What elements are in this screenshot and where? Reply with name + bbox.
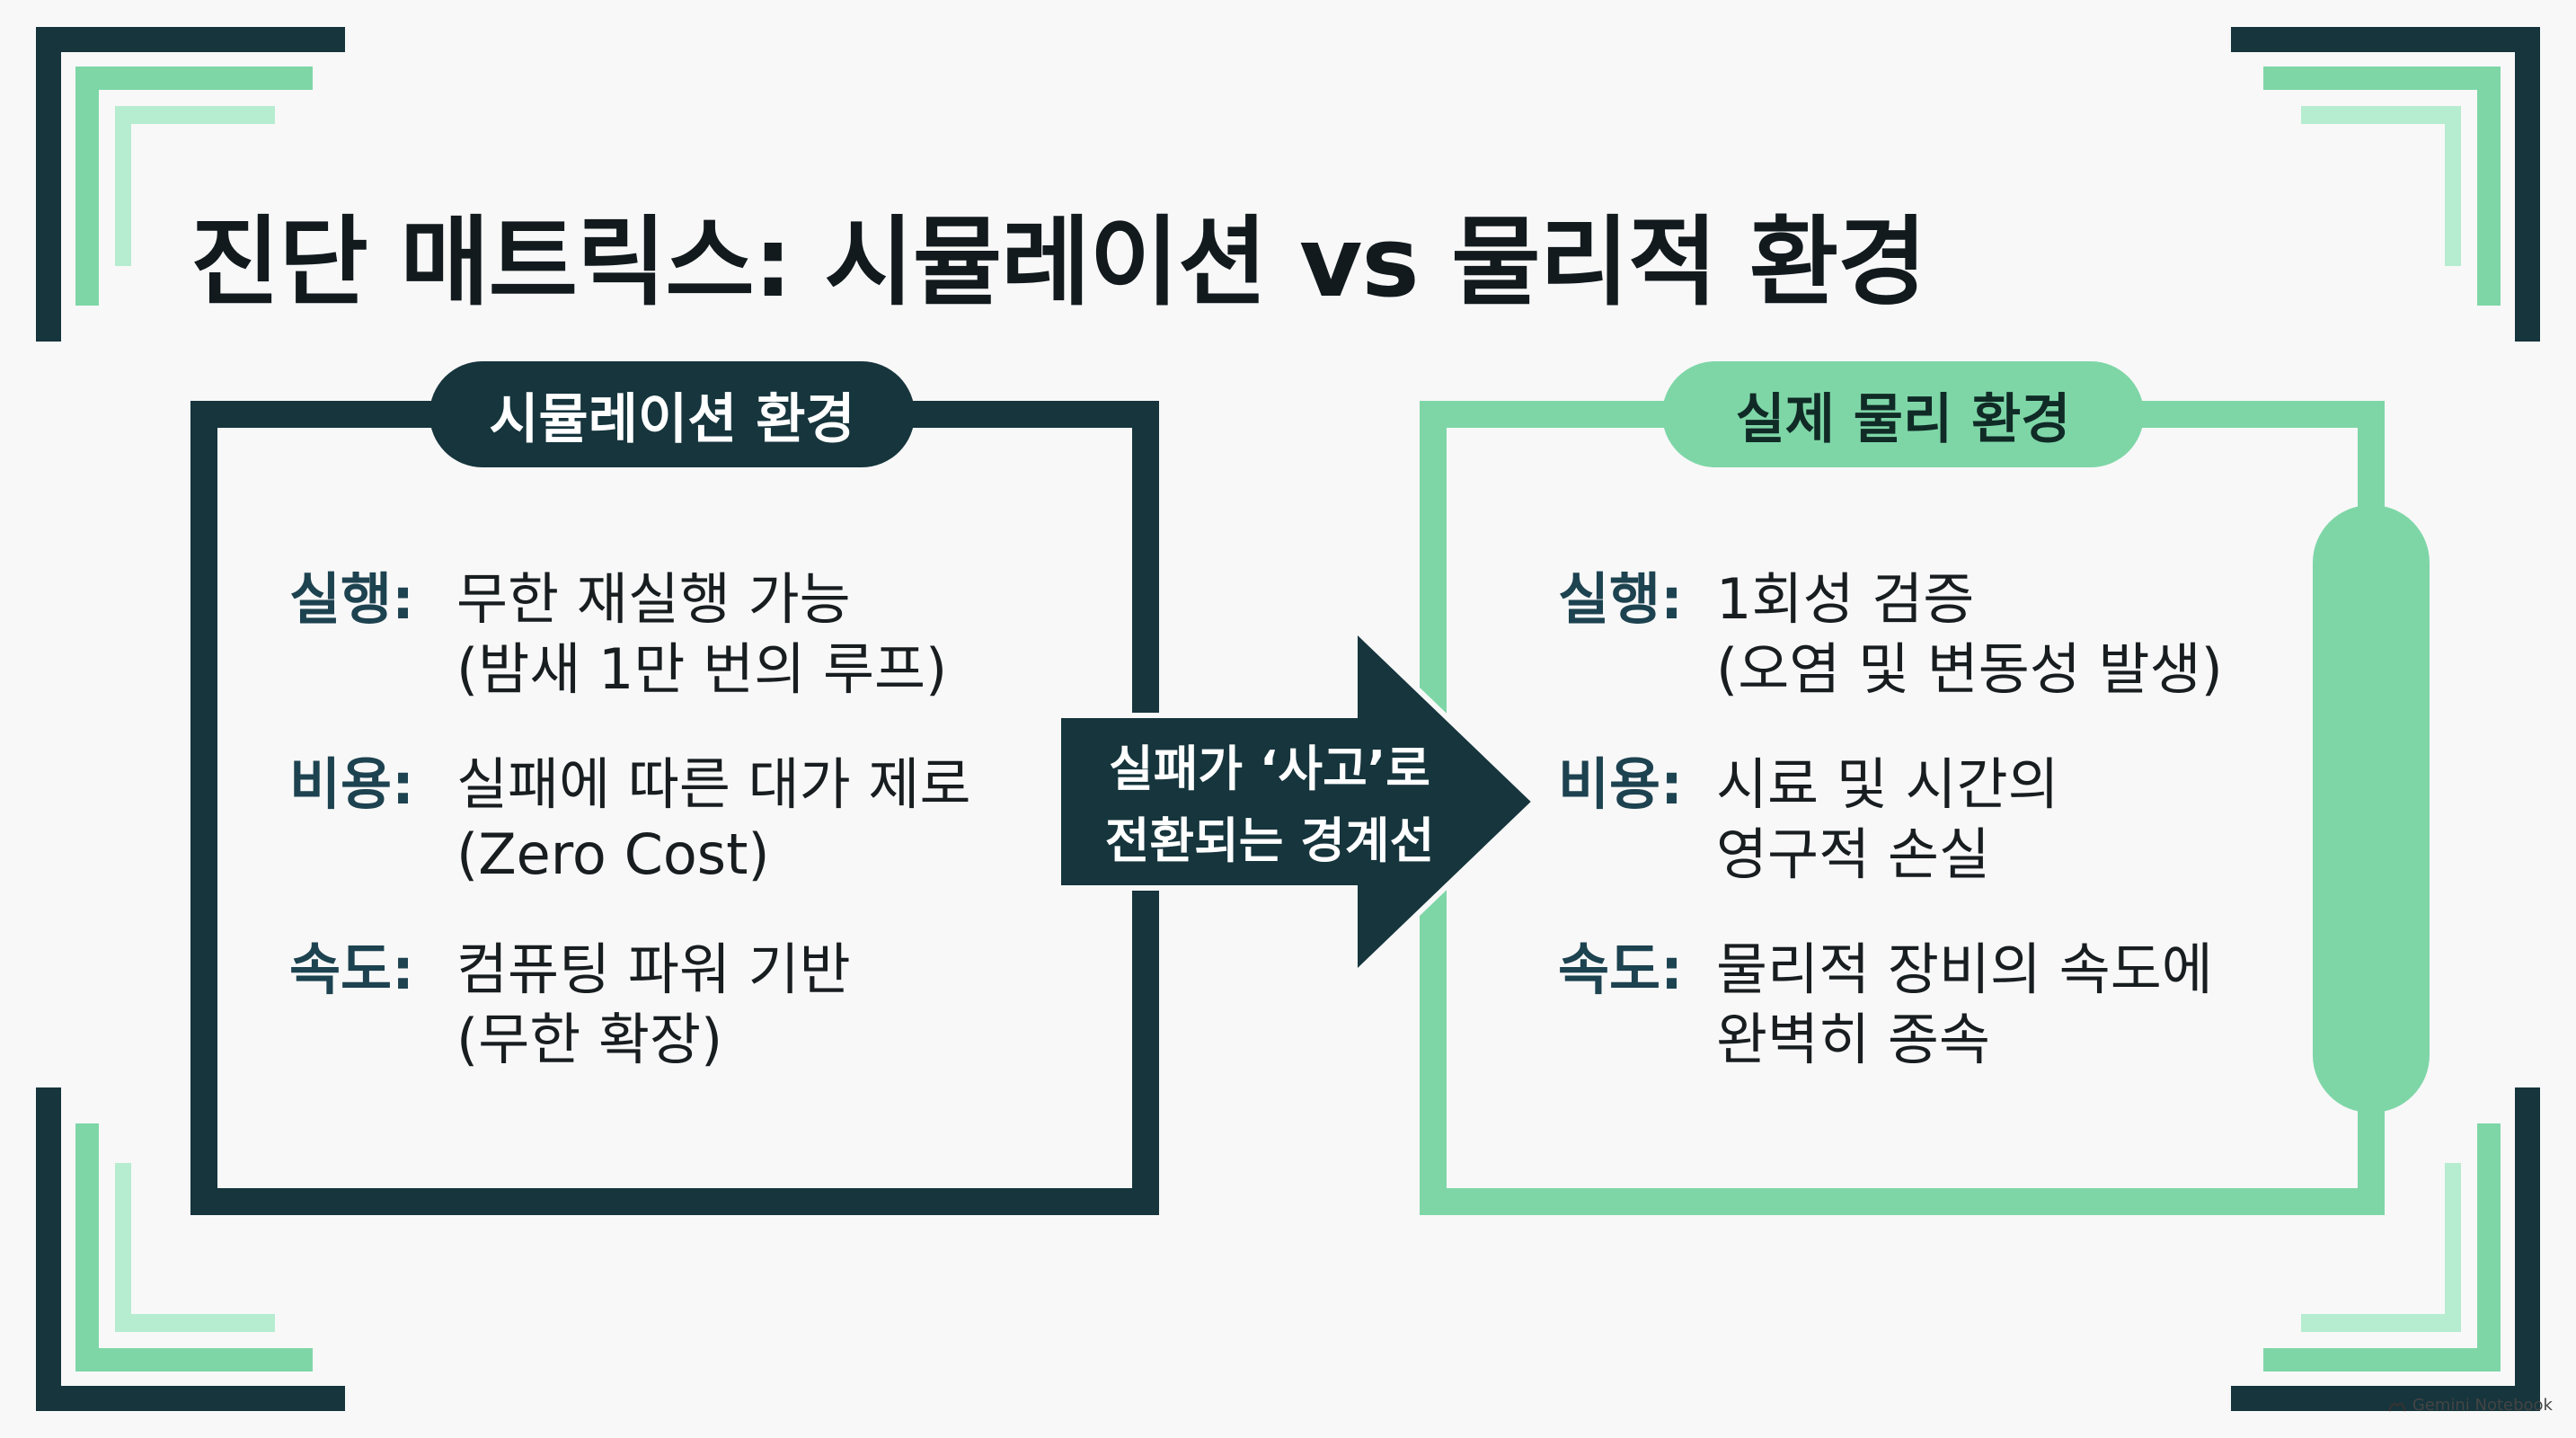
row-text-line1: 시료 및 시간의 xyxy=(1716,751,2059,817)
row-text: 물리적 장비의 속도에 완벽히 종속 xyxy=(1716,935,2213,1075)
corner-bracket-bottom-left xyxy=(36,1087,345,1411)
row-text: 컴퓨팅 파워 기반 (무한 확장) xyxy=(456,935,851,1075)
row-text-line1: 무한 재실행 가능 xyxy=(456,566,851,632)
corner-bracket-top-left xyxy=(36,27,345,342)
row-text: 실패에 따른 대가 제로 (Zero Cost) xyxy=(456,750,970,890)
row-text-line2: (밤새 1만 번의 루프) xyxy=(456,636,948,702)
row-label: 속도: xyxy=(1558,936,1683,1002)
watermark-text: Gemini Notebook xyxy=(2412,1396,2553,1415)
row-text-line2: 영구적 손실 xyxy=(1716,821,1990,887)
row-text: 1회성 검증 (오염 및 변동성 발생) xyxy=(1716,564,2223,705)
watermark: Gemini Notebook xyxy=(2387,1396,2553,1415)
row-label: 속도: xyxy=(289,936,414,1002)
corner-bracket-bottom-right xyxy=(2231,1087,2540,1411)
physical-header-pill: 실제 물리 환경 xyxy=(1662,361,2144,467)
row-label: 실행: xyxy=(1558,566,1683,632)
row-text: 무한 재실행 가능 (밤새 1만 번의 루프) xyxy=(456,564,947,705)
arrow-label-line1: 실패가 ‘사고’로 xyxy=(1109,741,1430,797)
corner-bracket-top-right xyxy=(2231,27,2540,342)
simulation-row-execution: 실행: 무한 재실행 가능 (밤새 1만 번의 루프) xyxy=(289,564,947,705)
arrow-label: 실패가 ‘사고’로 전환되는 경계선 xyxy=(1058,733,1481,877)
notebook-icon xyxy=(2387,1402,2406,1411)
physical-row-cost: 비용: 시료 및 시간의 영구적 손실 xyxy=(1558,750,2059,890)
row-label: 실행: xyxy=(289,566,414,632)
page-title: 진단 매트릭스: 시뮬레이션 vs 물리적 환경 xyxy=(190,207,1927,319)
row-text-line2: (Zero Cost) xyxy=(456,821,770,887)
physical-row-execution: 실행: 1회성 검증 (오염 및 변동성 발생) xyxy=(1558,564,2223,705)
row-text-line2: (무한 확장) xyxy=(456,1007,723,1072)
row-label: 비용: xyxy=(289,751,414,817)
row-text-line1: 1회성 검증 xyxy=(1716,566,1975,632)
row-text-line2: 완벽히 종속 xyxy=(1716,1007,1990,1072)
simulation-header-pill: 시뮬레이션 환경 xyxy=(429,361,915,467)
row-text-line1: 실패에 따른 대가 제로 xyxy=(456,751,971,817)
simulation-row-speed: 속도: 컴퓨팅 파워 기반 (무한 확장) xyxy=(289,935,851,1075)
row-text: 시료 및 시간의 영구적 손실 xyxy=(1716,750,2059,890)
physical-side-bar-decoration xyxy=(2313,505,2430,1113)
row-text-line1: 물리적 장비의 속도에 xyxy=(1716,936,2213,1002)
boundary-arrow xyxy=(1058,629,1535,974)
simulation-row-cost: 비용: 실패에 따른 대가 제로 (Zero Cost) xyxy=(289,750,970,890)
physical-row-speed: 속도: 물리적 장비의 속도에 완벽히 종속 xyxy=(1558,935,2213,1075)
row-text-line2: (오염 및 변동성 발생) xyxy=(1716,636,2223,702)
row-text-line1: 컴퓨팅 파워 기반 xyxy=(456,936,851,1002)
arrow-label-line2: 전환되는 경계선 xyxy=(1104,812,1435,869)
row-label: 비용: xyxy=(1558,751,1683,817)
